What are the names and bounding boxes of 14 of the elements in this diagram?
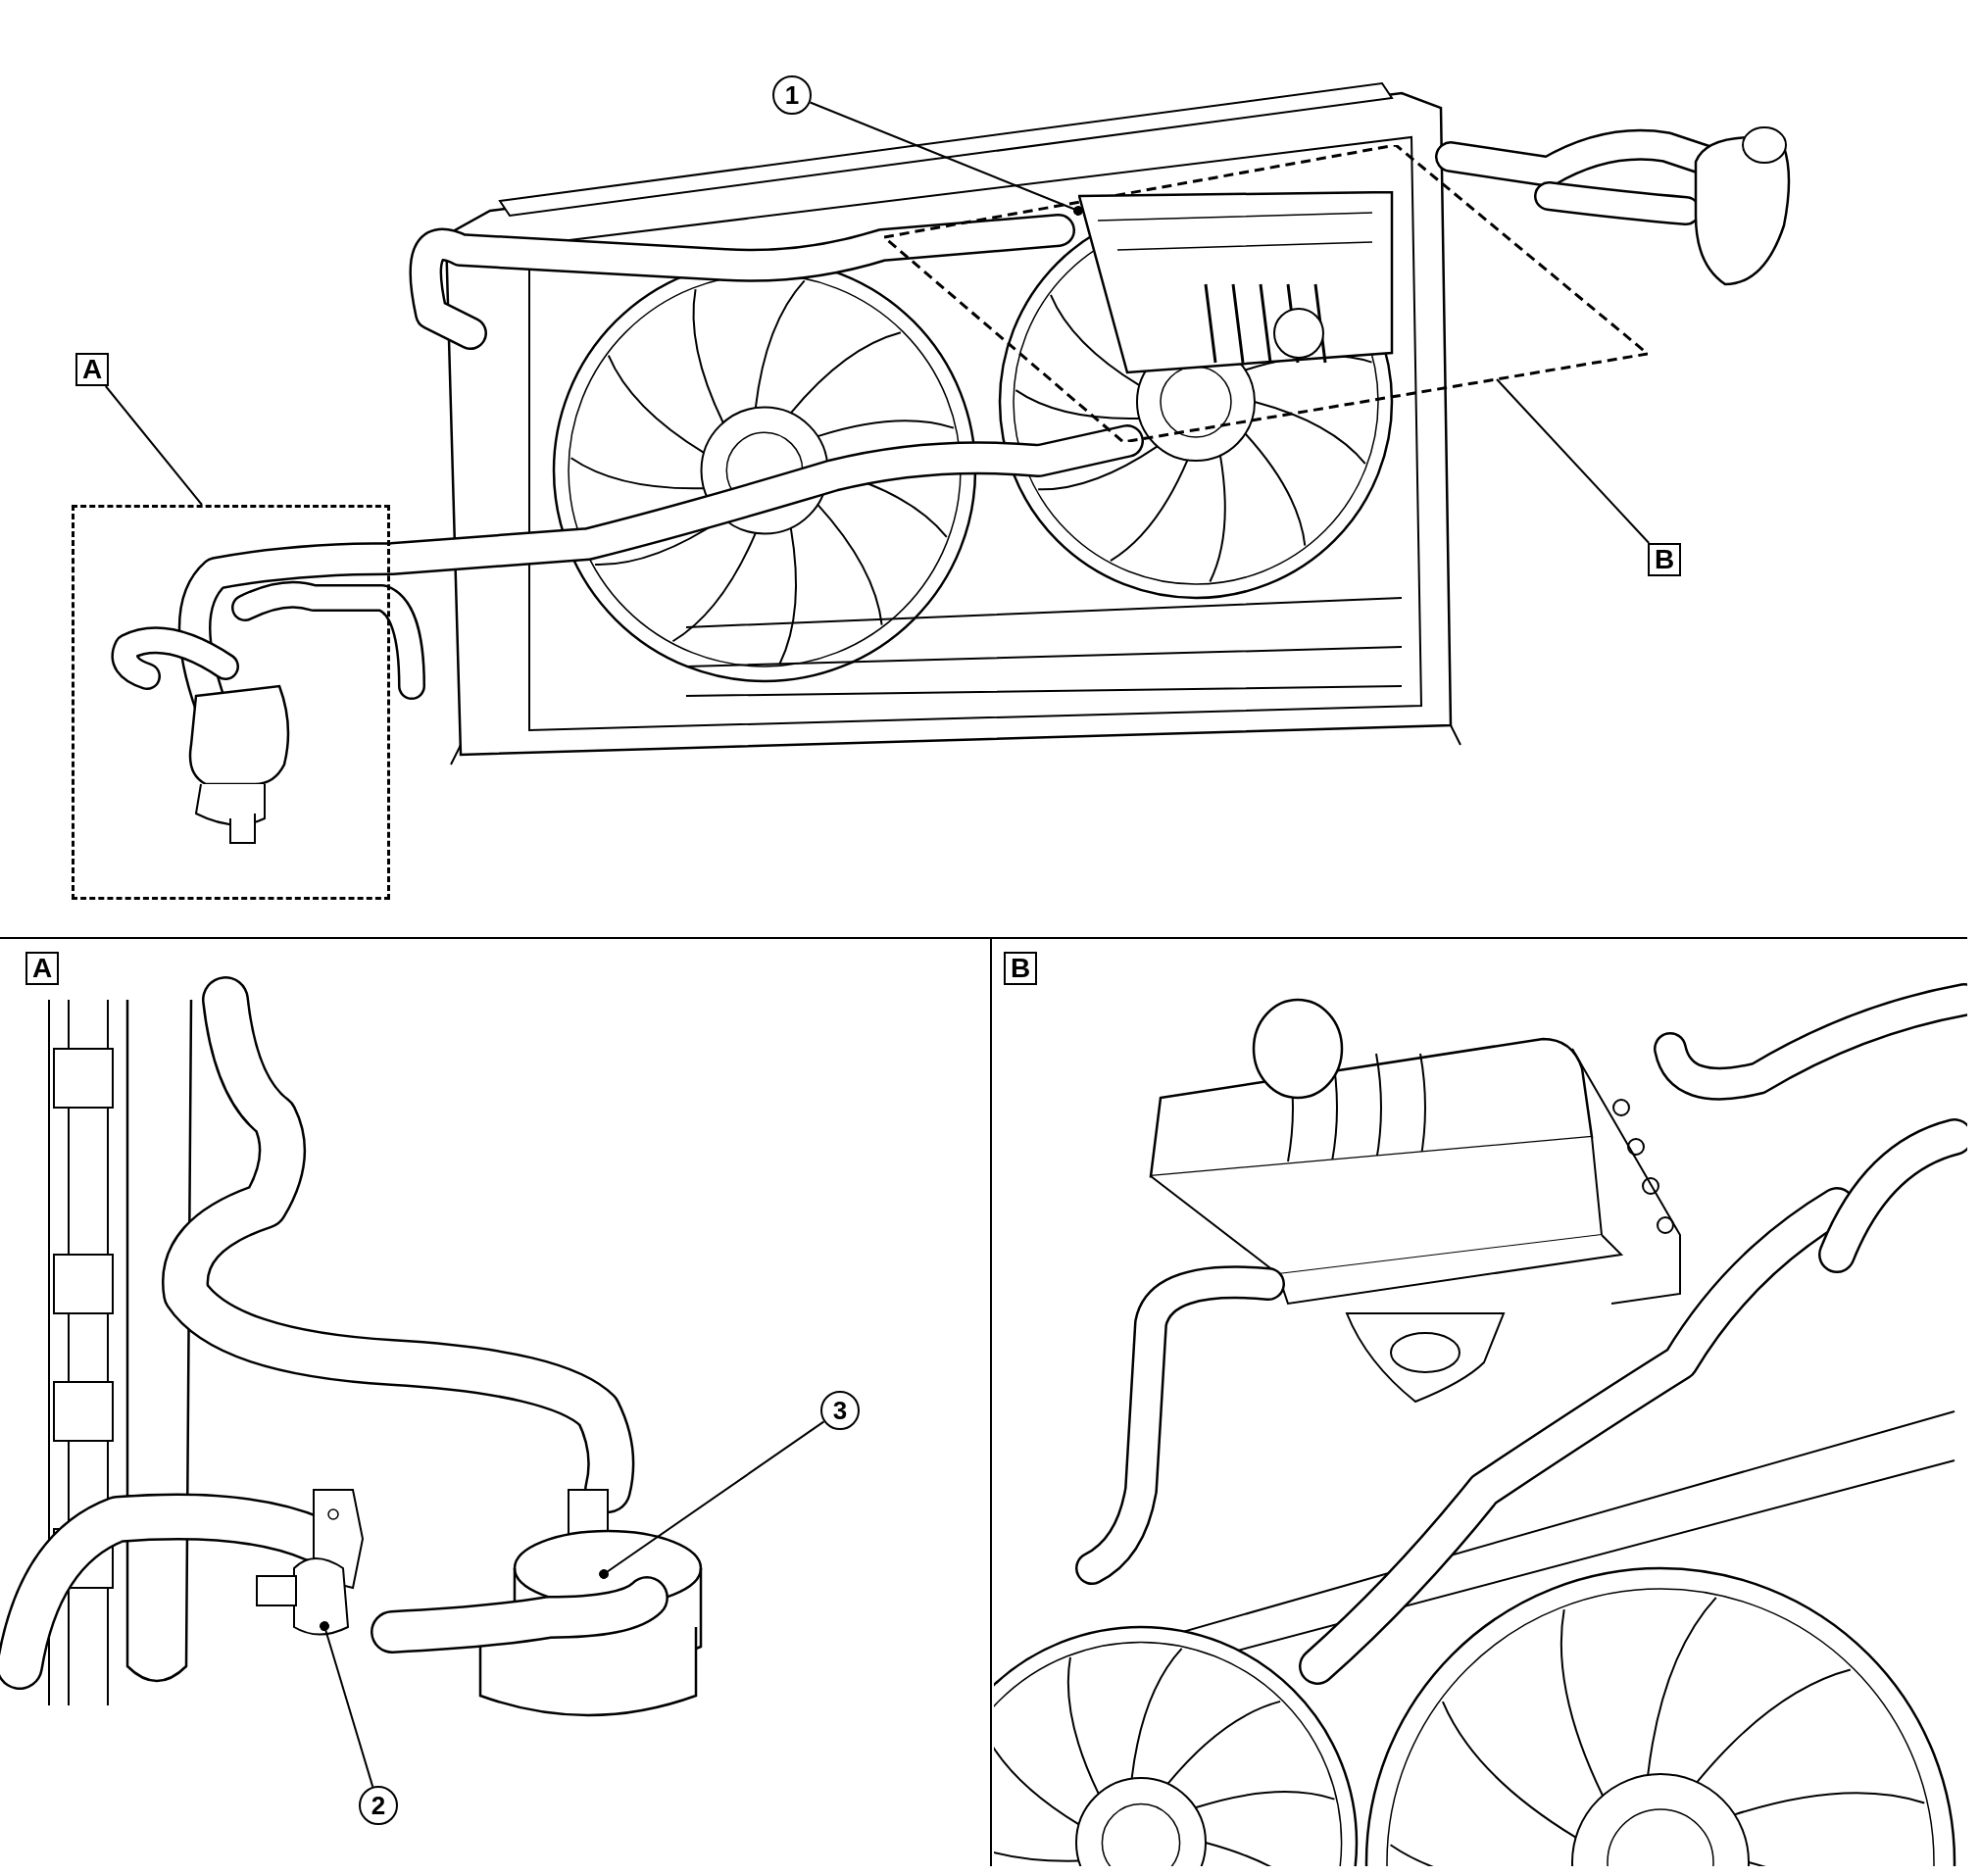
view-reference-label: B	[1004, 952, 1037, 985]
leader-line	[599, 1420, 825, 1579]
callout-number: 1	[772, 75, 812, 115]
view-reference-label: A	[75, 353, 109, 386]
leader-line	[1496, 378, 1651, 544]
dashed-outline	[884, 145, 1648, 442]
callout-number: 2	[359, 1786, 398, 1825]
leader-line	[809, 101, 1083, 216]
view-reference-label: B	[1648, 543, 1681, 576]
callout-number: 3	[820, 1391, 860, 1430]
leader-line	[320, 1621, 374, 1788]
leader-line	[104, 385, 203, 506]
view-reference-label: A	[25, 952, 59, 985]
dashed-outline	[72, 505, 390, 900]
